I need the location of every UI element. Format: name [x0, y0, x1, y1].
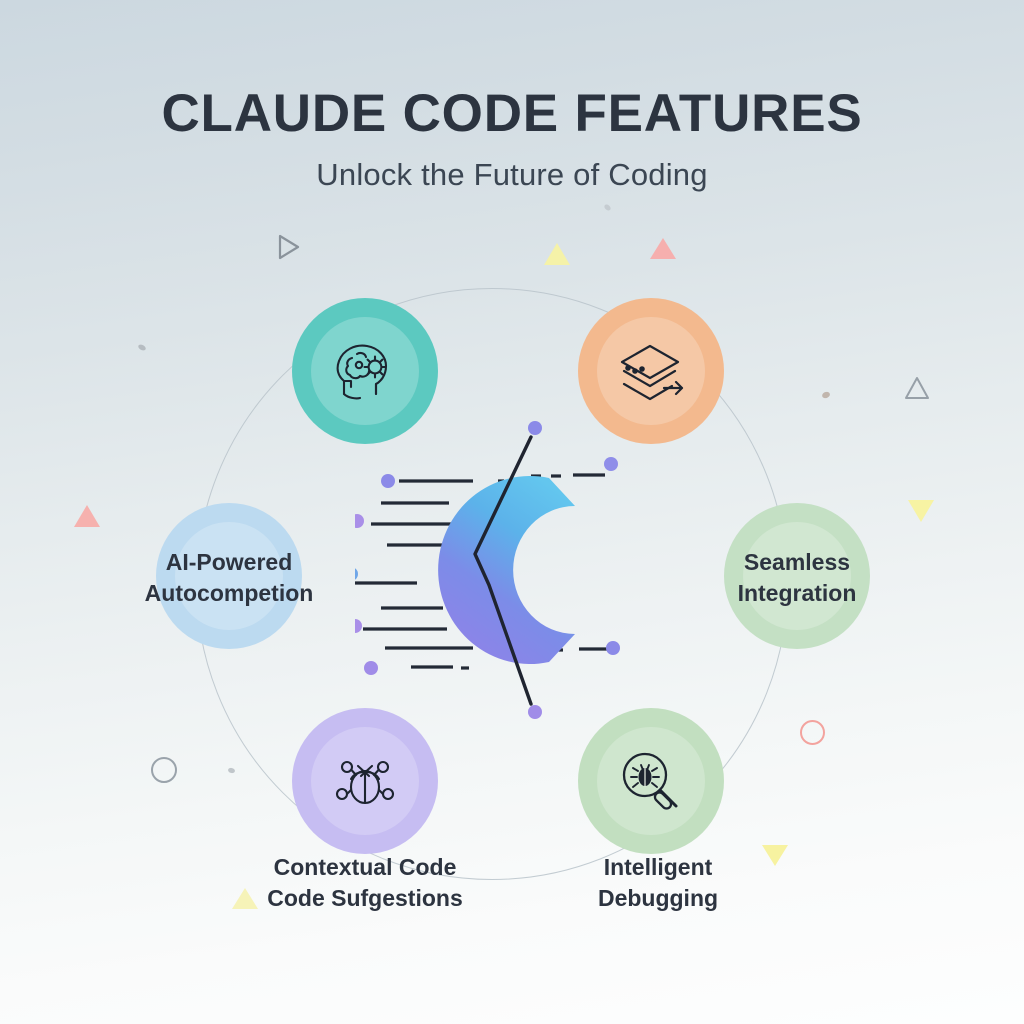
bug-magnifier-icon — [622, 752, 678, 810]
c-glyph — [438, 476, 575, 664]
code-lines-left — [355, 479, 473, 669]
header: CLAUDE CODE FEATURES Unlock the Future o… — [0, 86, 1024, 193]
node-ai-brain[interactable] — [292, 298, 438, 444]
brain-gear-icon — [336, 344, 388, 400]
caption-intelligent-debugging: Intelligent Debugging — [597, 854, 719, 912]
page-title: CLAUDE CODE FEATURES — [161, 84, 863, 143]
circle-outline-red-icon — [800, 720, 825, 745]
speck-right-icon — [821, 390, 831, 400]
page-subtitle: Unlock the Future of Coding — [316, 157, 708, 193]
node-layers-flow[interactable] — [578, 298, 724, 444]
bug-network-icon — [335, 760, 395, 805]
speck-left-icon — [137, 343, 147, 352]
triangle-yellow-icon — [544, 243, 570, 265]
triangle-outline-icon — [274, 232, 304, 267]
triangle-yellow-right-icon — [908, 500, 934, 522]
node-integration[interactable] — [724, 503, 870, 649]
node-autocompletion[interactable] — [156, 503, 302, 649]
speck-top-right-icon — [603, 203, 612, 212]
node-debug-magnifier[interactable] — [578, 708, 724, 854]
node-inner-halo — [174, 521, 284, 631]
node-inner-halo — [742, 521, 852, 631]
triangle-outline-right-icon — [902, 374, 932, 407]
claude-c-logo — [344, 420, 655, 720]
triangle-pink-icon — [650, 238, 676, 259]
node-integration-label: Seamless Integration — [737, 549, 857, 607]
triangle-pink-left-icon — [74, 505, 100, 527]
layers-arrow-icon — [620, 344, 684, 401]
node-autocompletion-label: AI-Powered Autocompetion — [144, 549, 314, 607]
caption-contextual-code: Contextual Code Code Sufgestions — [267, 854, 463, 912]
node-inner-halo — [596, 316, 706, 426]
node-inner-halo — [596, 726, 706, 836]
triangle-yellow-bottom-right-icon — [762, 845, 788, 866]
accent-angle-line — [473, 435, 533, 706]
node-inner-halo — [310, 316, 420, 426]
circle-outline-grey-icon — [151, 757, 177, 783]
node-contextual-bug[interactable] — [292, 708, 438, 854]
speck-bottom-left-icon — [227, 767, 236, 774]
